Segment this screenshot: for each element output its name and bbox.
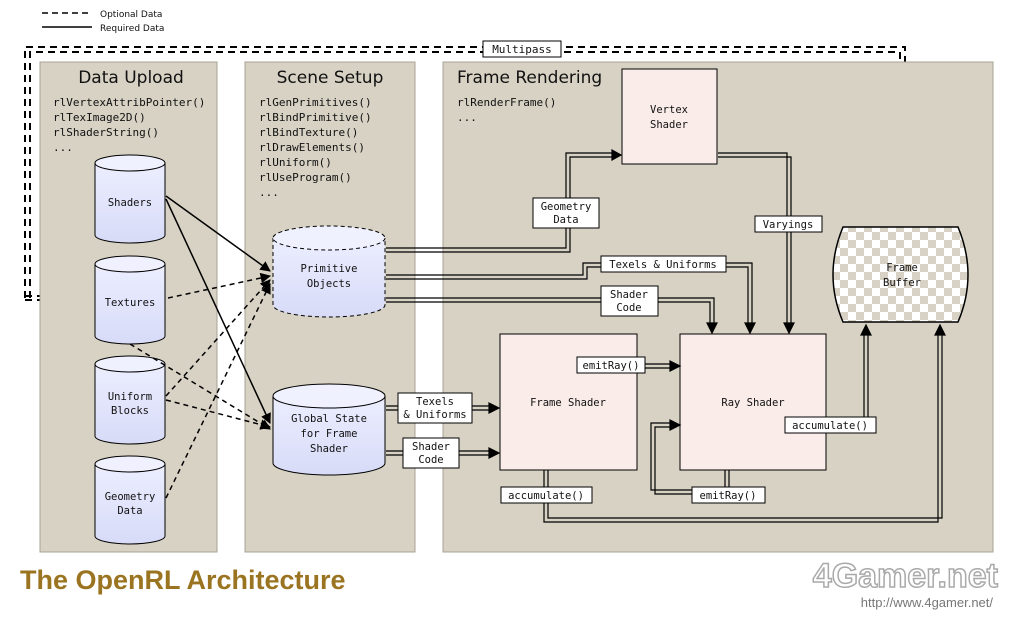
api-call: rlTexImage2D() (53, 111, 146, 124)
api-call: rlUseProgram() (259, 171, 352, 184)
frame-rendering-calls: rlRenderFrame() ... (457, 96, 556, 124)
shaders-label: Shaders (108, 197, 152, 209)
api-call: rlGenPrimitives() (259, 96, 372, 109)
upload-to-setup-arrows (129, 195, 272, 499)
legend-required-label: Required Data (100, 24, 164, 34)
data-upload-title: Data Upload (78, 68, 184, 88)
ray-emitray-loop (650, 419, 730, 495)
uniform-blocks-label: Uniform (108, 391, 152, 403)
geometry-data-label: Geometry (105, 491, 156, 503)
uniform-blocks-cylinder: Uniform Blocks (94, 355, 166, 445)
frame-buffer: Frame Buffer (832, 226, 969, 323)
api-call: ... (53, 141, 73, 154)
legend-optional-label: Optional Data (100, 10, 162, 20)
geometry-data-tag: Geometry Data (532, 197, 600, 229)
shader-code-top-tag: Shader Code (600, 285, 659, 317)
brand-url: http://www.4gamer.net/ (861, 595, 994, 610)
global-state-cylinder: Global State for Frame Shader (272, 383, 386, 476)
vertex-shader-label: Shader (650, 119, 688, 131)
scene-setup-calls: rlGenPrimitives() rlBindPrimitive() rlBi… (259, 96, 372, 199)
api-call: rlDrawElements() (259, 141, 365, 154)
caption-title: The OpenRL Architecture (20, 565, 346, 595)
tag-text: Shader (610, 289, 648, 301)
ray-shader-box (679, 333, 827, 471)
vertex-to-ray-varyings-arrow (718, 152, 795, 335)
brand-logo: 4Gamer.net (813, 557, 998, 595)
frame-buffer-label: Frame (886, 262, 918, 274)
api-call: rlShaderString() (53, 126, 159, 139)
tag-text: accumulate() (792, 420, 868, 432)
shader-code-bottom-tag: Shader Code (402, 437, 460, 469)
api-call: rlRenderFrame() (457, 96, 556, 109)
primitive-objects-label: Objects (307, 278, 351, 290)
accumulate-ray-tag: accumulate() (784, 416, 877, 434)
shaders-cylinder: Shaders (94, 154, 166, 244)
api-call: rlBindTexture() (259, 126, 358, 139)
texels-uniforms-bottom-tag: Texels & Uniforms (397, 392, 473, 424)
primitive-objects-label: Primitive (301, 263, 358, 275)
multipass-label-box (482, 40, 562, 58)
api-call: rlVertexAttribPointer() (53, 96, 205, 109)
frame-shader-label: Frame Shader (530, 397, 606, 409)
legend: Optional Data Required Data (42, 10, 164, 34)
tag-text: emitRay() (700, 490, 757, 502)
frame-buffer-label: Buffer (883, 277, 921, 289)
global-state-label: Global State (291, 413, 367, 425)
accumulate-frame-tag: accumulate() (500, 486, 593, 504)
emitray-top-tag: emitRay() (576, 356, 646, 374)
tag-text: Texels & Uniforms (609, 259, 716, 271)
geometry-data-cylinder: Geometry Data (94, 455, 166, 545)
geometry-data-label: Data (117, 505, 142, 517)
global-state-label: Shader (310, 443, 348, 455)
texels-uniforms-top-tag: Texels & Uniforms (600, 255, 727, 273)
tag-text: Texels (416, 396, 454, 408)
tag-text: emitRay() (583, 360, 640, 372)
data-upload-calls: rlVertexAttribPointer() rlTexImage2D() r… (53, 96, 205, 154)
primitive-to-ray-shadercode-arrow (386, 297, 718, 335)
emitray-bottom-tag: emitRay() (691, 486, 766, 504)
tag-text: accumulate() (508, 490, 584, 502)
tag-text: Shader (412, 441, 450, 453)
ray-shader-label: Ray Shader (721, 397, 784, 409)
tag-text: Data (553, 214, 578, 226)
textures-cylinder: Textures (94, 255, 166, 345)
api-call: ... (457, 111, 477, 124)
api-call: rlUniform() (259, 156, 332, 169)
varyings-tag: Varyings (754, 215, 823, 233)
vertex-shader-label: Vertex (650, 104, 688, 116)
textures-label: Textures (105, 297, 156, 309)
tag-text: Geometry (541, 201, 592, 213)
frame-rendering-title: Frame Rendering (457, 68, 602, 88)
scene-setup-title: Scene Setup (277, 68, 384, 88)
vertex-shader-box (621, 68, 718, 165)
tag-text: Varyings (763, 219, 814, 231)
tag-text: & Uniforms (403, 409, 466, 421)
api-call: rlBindPrimitive() (259, 111, 372, 124)
api-call: ... (259, 186, 279, 199)
global-state-label: for Frame (301, 428, 358, 440)
tag-text: Code (418, 454, 443, 466)
primitive-objects-cylinder: Primitive Objects (272, 225, 386, 318)
uniform-blocks-label: Blocks (111, 405, 149, 417)
multipass-label: Multipass (492, 43, 552, 56)
tag-text: Code (616, 302, 641, 314)
primitive-to-ray-texels-arrow (386, 262, 756, 335)
